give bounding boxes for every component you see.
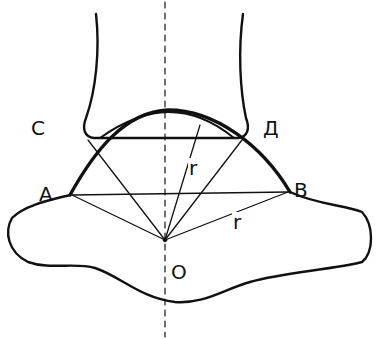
construction-line (165, 140, 242, 240)
construction-line (88, 140, 165, 240)
point-label: А (38, 184, 54, 204)
radius-line (72, 195, 165, 240)
point-label: r (188, 158, 198, 178)
point-label: Д (262, 118, 280, 138)
point-label: С (30, 118, 46, 138)
point-label: В (293, 180, 309, 200)
point-label: r (232, 212, 242, 232)
talus-dome (70, 110, 290, 195)
lens-arc (100, 112, 234, 138)
center-point (163, 238, 167, 242)
radius-line (165, 125, 200, 240)
axis-line (164, 2, 165, 337)
upper-bone (84, 14, 248, 138)
point-label: О (170, 262, 188, 282)
